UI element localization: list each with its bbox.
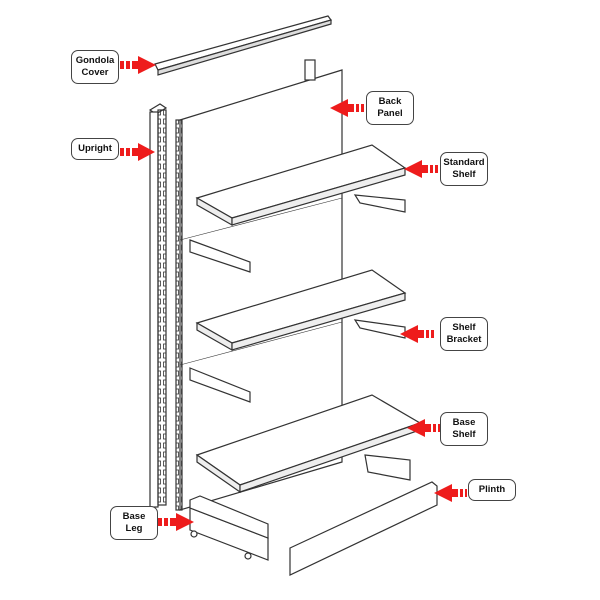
label-line: Shelf — [452, 322, 476, 333]
arrow-back-panel — [330, 99, 364, 117]
arrow-base-leg — [158, 513, 194, 531]
label-line: Shelf — [452, 169, 476, 180]
base-leg — [189, 495, 269, 561]
label-line: Base — [452, 417, 476, 428]
label-line: Shelf — [452, 429, 476, 440]
arrow-base-shelf — [407, 419, 441, 437]
label-line: Bracket — [446, 334, 482, 345]
label-line: Gondola — [75, 55, 115, 66]
upright — [148, 103, 183, 511]
arrow-upright — [120, 143, 155, 161]
standard-shelf-2 — [195, 269, 407, 352]
shelf-bracket-2 — [189, 367, 251, 403]
arrow-shelf-bracket — [400, 325, 434, 343]
arrows — [120, 56, 467, 531]
label-line: Leg — [125, 523, 143, 534]
base-shelf — [195, 394, 422, 494]
arrow-standard-shelf — [404, 160, 438, 178]
label-line: Panel — [377, 108, 403, 119]
arrow-plinth — [434, 484, 467, 502]
plinth — [289, 481, 438, 576]
arrow-gondola-cover — [120, 56, 156, 74]
standard-shelf-1 — [195, 144, 407, 227]
shelf-bracket-1 — [189, 239, 251, 273]
label-line: Back — [378, 96, 402, 107]
label-plinth: Plinth — [468, 479, 516, 501]
label-line: Cover — [81, 67, 109, 78]
label-upright: Upright — [71, 138, 119, 160]
label-line: Plinth — [478, 484, 506, 495]
label-line: Upright — [78, 143, 112, 154]
label-line: Base — [122, 511, 146, 522]
label-line: Standard — [443, 157, 485, 168]
